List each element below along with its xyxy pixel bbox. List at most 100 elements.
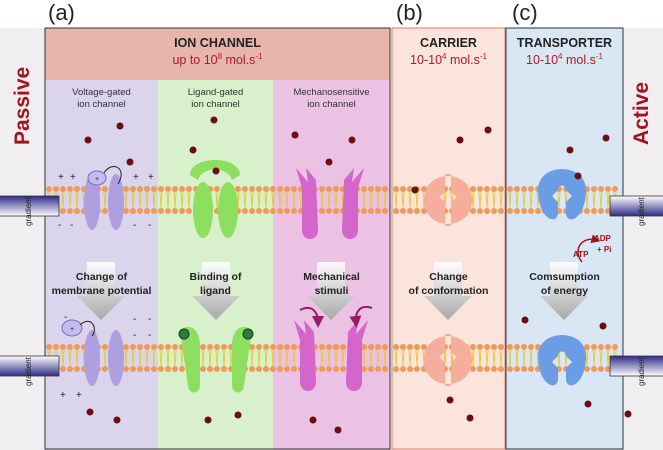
lipid-head xyxy=(256,344,262,350)
lipid-tail xyxy=(384,349,387,367)
lipid-head xyxy=(498,186,504,192)
lipid-head xyxy=(319,186,325,192)
lipid-head xyxy=(158,366,164,372)
channel-cap xyxy=(190,160,240,180)
lipid-head xyxy=(421,186,427,192)
lipid-head xyxy=(591,208,597,214)
ion xyxy=(86,408,94,416)
sensor-plus: + xyxy=(70,326,74,333)
lipid-head xyxy=(605,186,611,192)
channel-arm xyxy=(342,168,364,239)
mechanosensitive-subunit xyxy=(296,168,318,239)
lipid-head xyxy=(326,344,332,350)
lipid-head xyxy=(207,366,213,372)
lipid-head xyxy=(477,366,483,372)
lipid-head xyxy=(249,344,255,350)
minus-charge: - xyxy=(148,314,151,325)
ligand-gated-channel-closed xyxy=(190,160,240,238)
lipid-head xyxy=(421,344,427,350)
lipid-head xyxy=(123,186,129,192)
lipid-head xyxy=(361,344,367,350)
lipid-head xyxy=(340,344,346,350)
minus-charge: - xyxy=(133,330,136,341)
lipid-head xyxy=(172,208,178,214)
lipid-head xyxy=(382,344,388,350)
lipid-tail xyxy=(139,191,142,209)
lipid-tail xyxy=(600,349,603,367)
transporter-body xyxy=(538,169,586,220)
ion xyxy=(411,186,419,194)
lipid-head xyxy=(67,186,73,192)
minus-charge: - xyxy=(133,220,136,231)
lipid-tail xyxy=(160,349,163,367)
lipid-tail xyxy=(251,191,254,209)
process-arrow xyxy=(192,262,240,320)
lipid-head xyxy=(277,186,283,192)
lipid-tail xyxy=(472,349,475,367)
lipid-head xyxy=(484,366,490,372)
lipid-head xyxy=(326,366,332,372)
lipid-head xyxy=(393,208,399,214)
ion xyxy=(234,411,242,419)
ion xyxy=(624,410,632,418)
ion xyxy=(602,134,610,142)
process-arrows xyxy=(77,262,588,320)
lipid-head xyxy=(214,344,220,350)
sensor-link xyxy=(79,320,95,337)
lipid-tail xyxy=(188,191,191,209)
transport-proteins xyxy=(61,160,601,393)
ion xyxy=(484,126,492,134)
lipid-head xyxy=(498,344,504,350)
lipid-head xyxy=(382,208,388,214)
lipid-tail xyxy=(181,349,184,367)
lipid-head xyxy=(368,344,374,350)
lipid-head xyxy=(256,208,262,214)
lipid-tail xyxy=(258,191,261,209)
gradient-bar-right-bottom xyxy=(609,355,663,377)
lipid-tail xyxy=(265,191,268,209)
lipid-head xyxy=(291,186,297,192)
lipid-tail xyxy=(444,349,447,367)
lipid-tail xyxy=(279,191,282,209)
lipid-head xyxy=(598,344,604,350)
lipid-head xyxy=(60,186,66,192)
lipid-tail xyxy=(153,191,156,209)
lipid-head xyxy=(598,186,604,192)
lipid-head xyxy=(521,344,527,350)
lipid-tail xyxy=(500,349,503,367)
lipid-head xyxy=(591,344,597,350)
lipid-tail xyxy=(244,191,247,209)
lipid-head xyxy=(491,344,497,350)
lipid-tail xyxy=(286,191,289,209)
lipid-tail xyxy=(286,349,289,367)
lipid-head xyxy=(60,344,66,350)
lipid-head xyxy=(284,366,290,372)
lipid-tail xyxy=(370,349,373,367)
plus-charge: + xyxy=(60,390,66,401)
lipid-head xyxy=(368,366,374,372)
lipid-tail xyxy=(377,191,380,209)
transporter-border xyxy=(505,27,624,450)
carrier-rate: 10-104 mol.s-1 xyxy=(410,52,487,68)
lipid-head xyxy=(235,186,241,192)
ligand-gated-channel-open xyxy=(178,326,254,393)
lipid-tail xyxy=(416,191,419,209)
lipid-head xyxy=(528,344,534,350)
membranes xyxy=(46,186,618,372)
lipid-tail xyxy=(342,349,345,367)
lipid-head xyxy=(165,344,171,350)
lipid-head xyxy=(477,208,483,214)
channel-subunit xyxy=(180,326,200,393)
lipid-head xyxy=(484,344,490,350)
lipid-tail xyxy=(125,191,128,209)
lipid-head xyxy=(123,366,129,372)
lipid-head xyxy=(414,344,420,350)
transporter-protein xyxy=(538,169,586,220)
lipid-head xyxy=(263,366,269,372)
ion xyxy=(126,158,134,166)
voltage-gated-channel xyxy=(84,174,124,230)
ion xyxy=(584,400,592,408)
